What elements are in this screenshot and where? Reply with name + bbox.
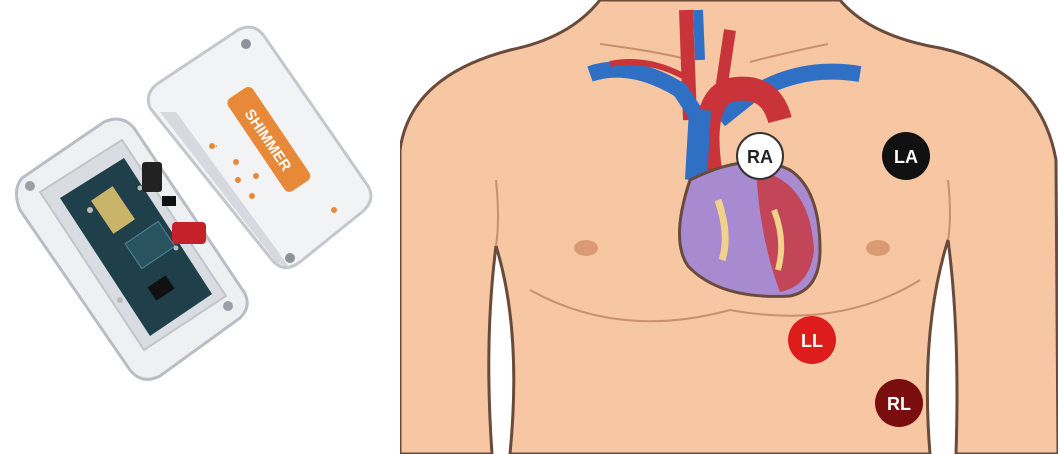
electrode-rl: RL [875, 379, 923, 427]
electrode-ra: RA [737, 133, 783, 179]
left-nipple [574, 240, 598, 256]
electrode-ra-label: RA [747, 147, 773, 167]
electrode-la-label: LA [894, 147, 918, 167]
electrode-la: LA [882, 132, 930, 180]
right-nipple [866, 240, 890, 256]
torso-diagram: RA LA LL RL [400, 0, 1058, 454]
torso-graphic: RA LA LL RL [400, 0, 1058, 454]
sensor-device-graphic: SHIMMER · [0, 0, 400, 454]
electrode-ll-label: LL [801, 331, 823, 351]
battery-icon [172, 222, 206, 244]
electrode-ll: LL [788, 316, 836, 364]
sensor-device-image: SHIMMER · [0, 0, 400, 454]
electrode-rl-label: RL [887, 394, 911, 414]
